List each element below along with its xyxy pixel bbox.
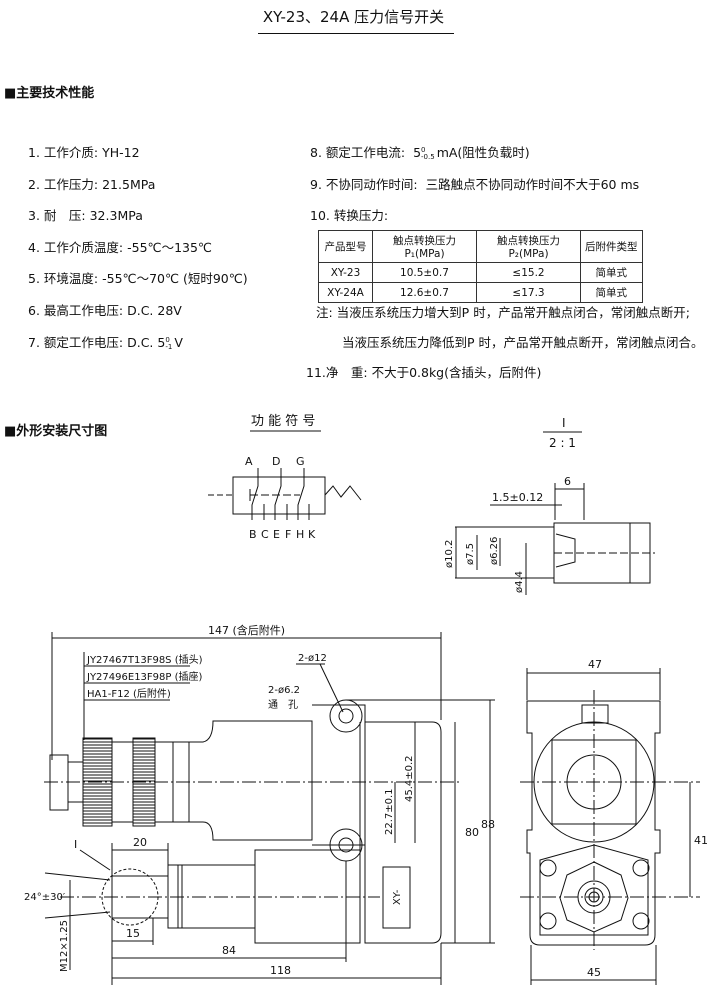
note-line-2: 当液压系统压力降低到P 时，产品常开触点断开，常闭触点闭合。	[342, 335, 704, 350]
dim-angle: 24°±30′	[24, 892, 66, 903]
section-performance-heading: ■主要技术性能	[4, 86, 95, 101]
spec-item-2: 2. 工作压力: 21.5MPa	[28, 174, 155, 193]
spec-value: D.C. 5	[127, 335, 166, 350]
part-label-socket: JY27496E13F98P (插座)	[86, 670, 202, 683]
dim-47: 47	[588, 658, 602, 671]
table-cell: ≤15.2	[476, 262, 581, 283]
terminal-label-h: H	[296, 528, 304, 541]
terminal-label-k: K	[308, 528, 316, 541]
table-header: 触点转换压力P₁(MPa)	[372, 230, 477, 263]
side-view: 47 41 45	[520, 658, 707, 985]
dim-45: 45	[587, 966, 601, 979]
spec-value: -55℃～70℃ (短时90℃)	[102, 271, 248, 286]
main-view: 147 (含后附件) JY27467T13F98S (插头) JY27496E1…	[24, 623, 495, 985]
tol-upper: 0	[165, 335, 170, 344]
table-header-row: 产品型号 触点转换压力P₁(MPa) 触点转换压力P₂(MPa) 后附件类型	[318, 230, 643, 263]
spec-label: 5. 环境温度:	[28, 271, 99, 286]
detail-dim-6: 6	[564, 475, 571, 488]
spec-value: YH-12	[102, 145, 140, 160]
spec-item-10: 10. 转换压力:	[310, 205, 388, 224]
through-hole-note: 通 孔	[268, 699, 298, 711]
dim-84: 84	[222, 944, 236, 957]
dim-118: 118	[270, 964, 291, 977]
spec-label: 4. 工作介质温度:	[28, 240, 124, 255]
spec-item-3: 3. 耐 压: 32.3MPa	[28, 205, 143, 224]
function-symbol-title: 功 能 符 号	[251, 413, 315, 429]
spec-item-4: 4. 工作介质温度: -55℃～135℃	[28, 237, 212, 256]
spec-label: 3. 耐 压:	[28, 208, 86, 223]
dim-88: 88	[481, 818, 495, 831]
tolerance: 0-1	[165, 335, 173, 351]
terminal-label-a: A	[245, 455, 253, 468]
dim-holes-6-2: 2-ø6.2	[268, 685, 300, 696]
table-cell: 12.6±0.7	[372, 282, 477, 303]
tol-lower: -1	[165, 342, 173, 351]
spec-unit: V	[174, 335, 183, 350]
detail-dim-d7-5: ø7.5	[465, 543, 476, 565]
spec-label: 6. 最高工作电压:	[28, 303, 124, 318]
spec-value: 5	[413, 145, 422, 160]
detail-scale: 2 : 1	[549, 436, 576, 450]
dim-147: 147 (含后附件)	[208, 623, 285, 637]
part-label-plug: JY27467T13F98S (插头)	[86, 653, 203, 666]
spec-unit: mA(阻性负载时)	[436, 145, 530, 160]
spec-label: 8. 额定工作电流:	[310, 145, 406, 160]
spec-label: 1. 工作介质:	[28, 145, 99, 160]
part-label-rear-accessory: HA1-F12 (后附件)	[87, 687, 171, 700]
spec-value: 32.3MPa	[89, 208, 143, 223]
dim-20: 20	[133, 836, 147, 849]
spec-label: 9. 不协同动作时间:	[310, 177, 418, 192]
dim-41: 41	[694, 834, 707, 847]
spec-value: D.C. 28V	[127, 303, 182, 318]
table-header: 触点转换压力P₂(MPa)	[476, 230, 581, 263]
spec-item-6: 6. 最高工作电压: D.C. 28V	[28, 300, 182, 319]
terminal-label-c: C	[261, 528, 269, 541]
terminal-label-g: G	[296, 455, 305, 468]
spec-label: 10. 转换压力:	[310, 208, 389, 223]
table-cell: XY-24A	[318, 282, 373, 303]
dim-80: 80	[465, 826, 479, 839]
spec-item-9: 9. 不协同动作时间: 三路触点不协同动作时间不大于60 ms	[310, 174, 639, 193]
spec-item-5: 5. 环境温度: -55℃～70℃ (短时90℃)	[28, 268, 248, 287]
nameplate-label: XY-	[392, 889, 403, 905]
detail-dim-1-5: 1.5±0.12	[492, 491, 543, 504]
tolerance: 0-0.5	[421, 145, 435, 161]
dim-22-7: 22.7±0.1	[384, 788, 395, 835]
table-row: XY-24A 12.6±0.7 ≤17.3 简单式	[318, 282, 643, 303]
dim-holes-12: 2-ø12	[298, 653, 327, 664]
detail-view-i: I 2 : 1 6 1.5±0.12 ø10.2 ø7.5 ø6.26 ø4.4	[444, 416, 655, 595]
tol-lower: -0.5	[421, 152, 435, 161]
spec-value: -55℃～135℃	[127, 240, 212, 255]
spec-value: 三路触点不协同动作时间不大于60 ms	[425, 177, 640, 192]
terminal-label-e: E	[273, 528, 280, 541]
terminal-label-f: F	[285, 528, 291, 541]
terminal-label-b: B	[249, 528, 257, 541]
detail-dim-d6-26: ø6.26	[489, 537, 500, 565]
section-drawing-heading: ■外形安装尺寸图	[4, 424, 108, 439]
spec-item-1: 1. 工作介质: YH-12	[28, 142, 140, 161]
table-cell: 简单式	[580, 262, 643, 283]
dim-45-4: 45.4±0.2	[404, 755, 415, 802]
detail-name: I	[562, 416, 566, 430]
table-cell: 简单式	[580, 282, 643, 303]
spec-label: 7. 额定工作电压:	[28, 335, 124, 350]
detail-reference-i: I	[74, 838, 77, 851]
terminal-label-d: D	[272, 455, 280, 468]
detail-dim-d10-2: ø10.2	[444, 540, 455, 568]
table-cell: ≤17.3	[476, 282, 581, 303]
dim-15: 15	[126, 927, 140, 940]
note-line-1: 注: 当液压系统压力增大到P 时，产品常开触点闭合，常闭触点断开;	[316, 305, 690, 320]
dim-thread: M12×1.25	[59, 920, 70, 972]
page-title: XY-23、24A 压力信号开关	[262, 8, 445, 26]
detail-dim-d4-4: ø4.4	[514, 571, 525, 593]
tol-upper: 0	[421, 145, 426, 154]
spec-label: 2. 工作压力:	[28, 177, 99, 192]
function-symbol: 功 能 符 号 A D G B C E F H K	[208, 413, 362, 541]
pressure-table: 产品型号 触点转换压力P₁(MPa) 触点转换压力P₂(MPa) 后附件类型 X…	[318, 230, 643, 303]
title-underline	[258, 33, 454, 34]
spec-item-11: 11.净 重: 不大于0.8kg(含插头，后附件)	[306, 365, 542, 380]
spec-value: 21.5MPa	[102, 177, 156, 192]
